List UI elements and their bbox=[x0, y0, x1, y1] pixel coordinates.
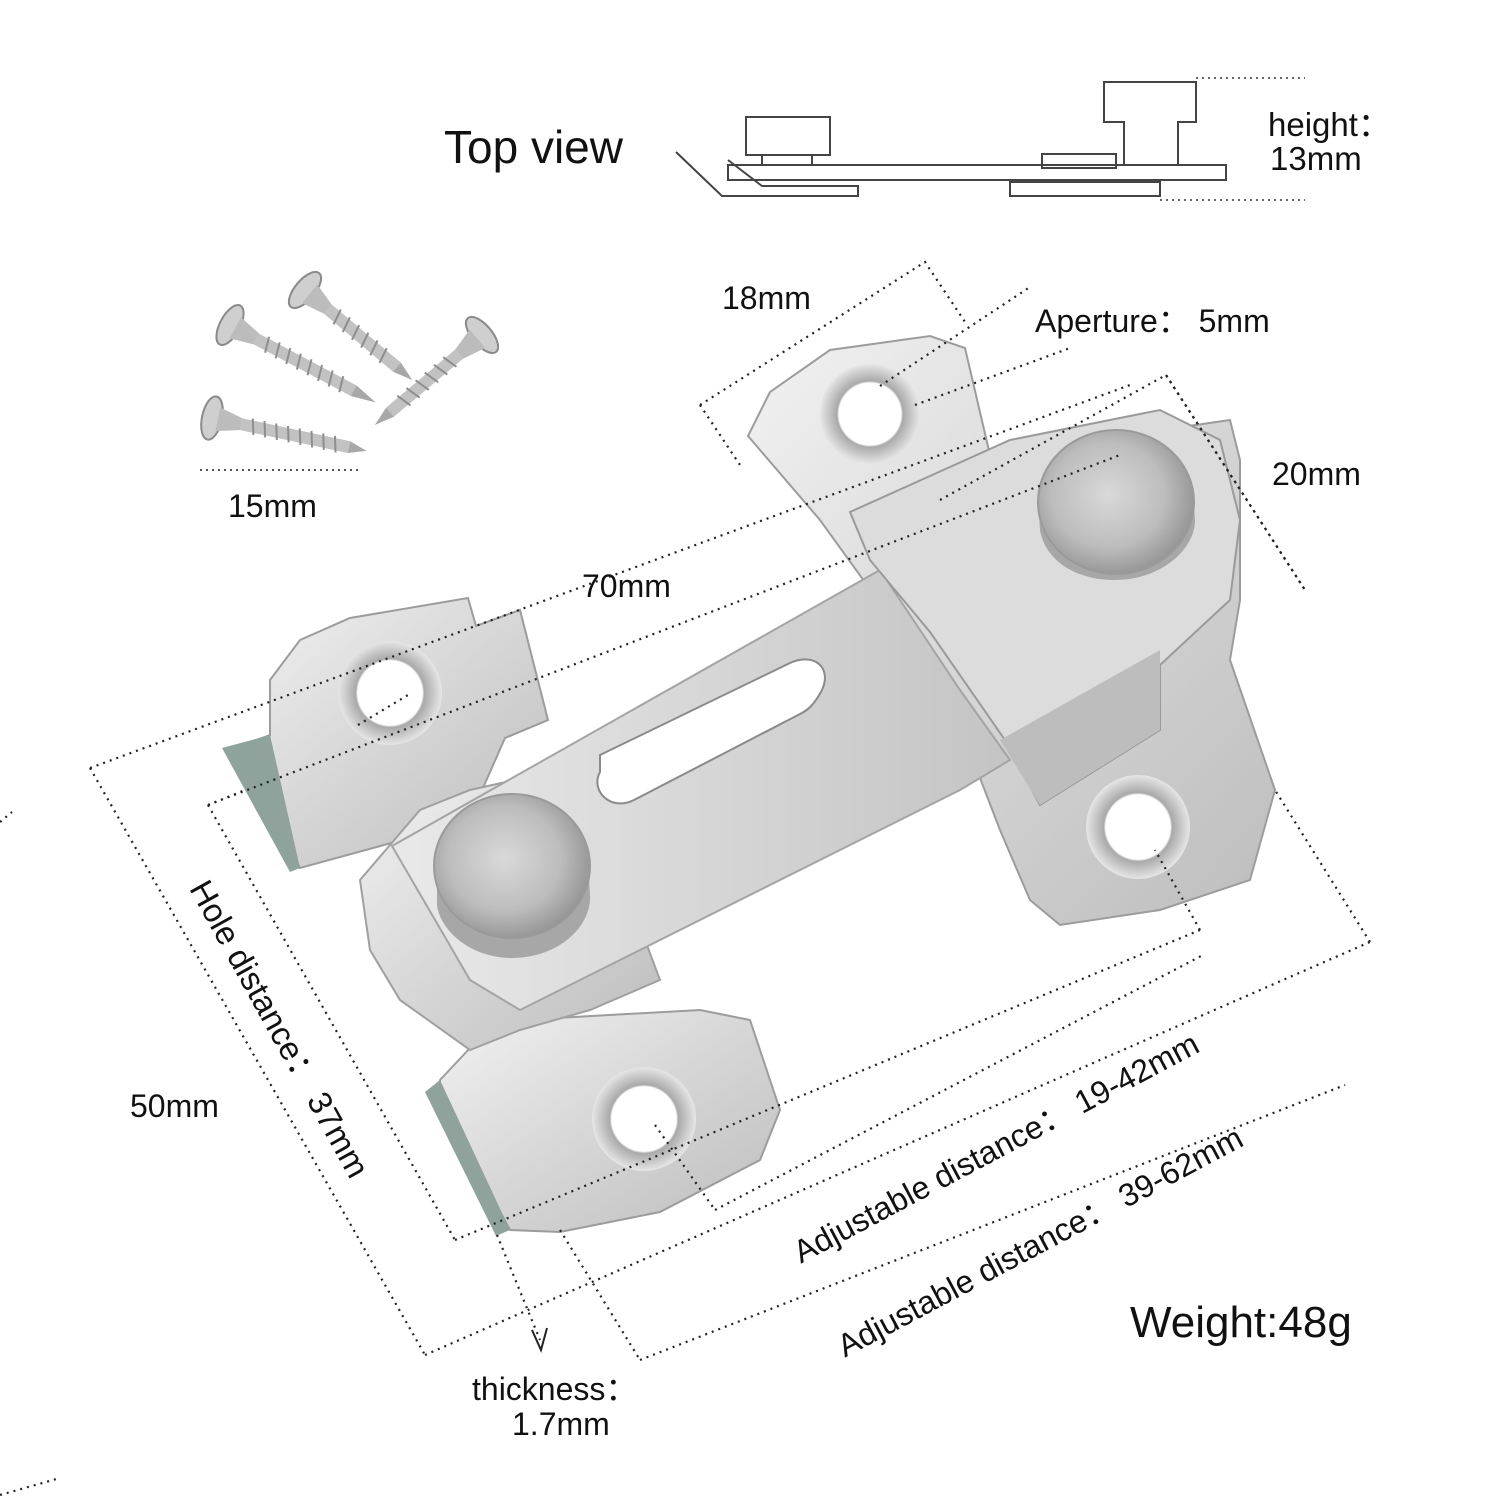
weight-label: Weight:48g bbox=[1130, 1298, 1352, 1347]
height-label: height： bbox=[1268, 106, 1391, 143]
left-height-label: 50mm bbox=[130, 1088, 219, 1124]
top-view-drawing bbox=[675, 81, 1227, 197]
top-view-title: Top view bbox=[444, 121, 623, 173]
knob-left bbox=[433, 793, 591, 958]
screw bbox=[200, 395, 367, 453]
thickness-arrowhead bbox=[531, 1327, 548, 1353]
mounting-holes bbox=[338, 364, 1190, 1171]
dimension-guides bbox=[0, 260, 1371, 1497]
knobs bbox=[433, 429, 1195, 958]
screw bbox=[287, 270, 413, 380]
width-top-label: 18mm bbox=[722, 280, 811, 316]
screw bbox=[374, 315, 500, 425]
hole-top bbox=[820, 364, 920, 464]
height-value: 13mm bbox=[1270, 140, 1362, 177]
length-label: 70mm bbox=[582, 568, 671, 604]
screw bbox=[215, 304, 376, 403]
knob-right bbox=[1037, 429, 1195, 580]
top-view-height-guides bbox=[1160, 77, 1305, 201]
aperture-label: Aperture： 5mm bbox=[1035, 303, 1270, 339]
hole-left bbox=[338, 641, 442, 745]
hole-right bbox=[1086, 775, 1190, 879]
screws-group bbox=[200, 270, 500, 471]
hole-bottom bbox=[592, 1067, 696, 1171]
thickness-label: thickness： bbox=[472, 1371, 638, 1407]
screw-length-label: 15mm bbox=[228, 488, 317, 524]
thickness-value: 1.7mm bbox=[512, 1406, 610, 1442]
right-width-label: 20mm bbox=[1272, 456, 1361, 492]
bar-slot bbox=[596, 658, 826, 805]
